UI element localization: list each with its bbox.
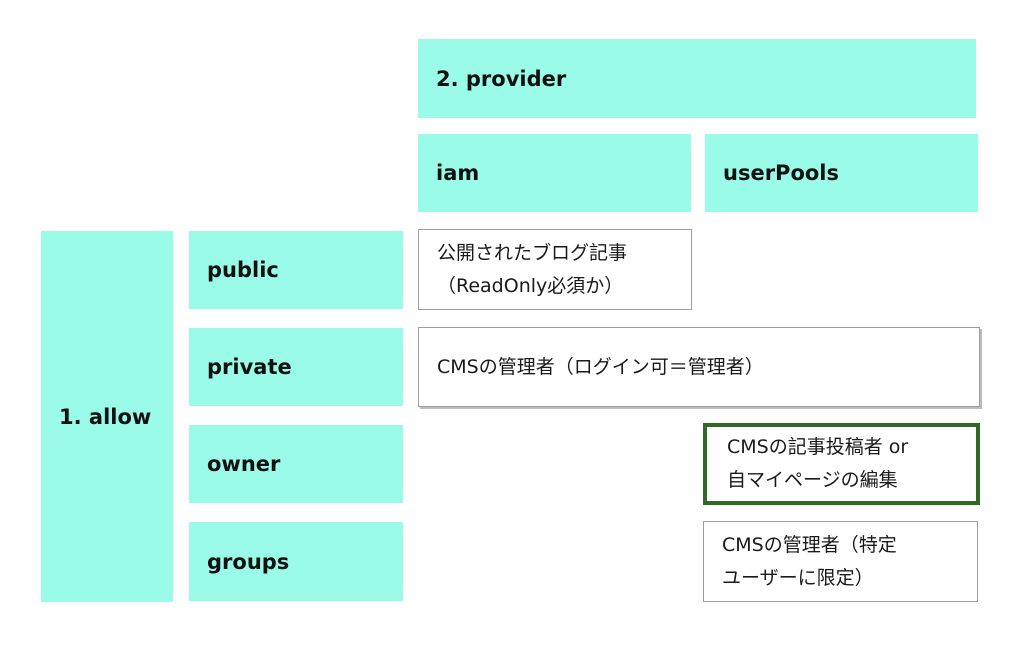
provider-column-iam: iam — [418, 134, 691, 212]
provider-column-iam-label: iam — [436, 161, 480, 185]
allow-row-public: public — [189, 231, 403, 309]
cell-groups-line-1: CMSの管理者（特定 — [722, 533, 897, 556]
cell-groups-line-2: ユーザーに限定） — [722, 566, 874, 589]
provider-header-label: 2. provider — [436, 66, 567, 91]
allow-row-public-label: public — [207, 258, 279, 282]
allow-row-private-label: private — [207, 355, 292, 379]
provider-column-userpools-label: userPools — [723, 161, 839, 185]
allow-row-groups-label: groups — [207, 549, 290, 574]
cell-groups-userpools: CMSの管理者（特定 ユーザーに限定） — [703, 521, 978, 602]
cell-owner-line-1: CMSの記事投稿者 or — [727, 436, 909, 458]
cell-owner-line-2: 自マイページの編集 — [727, 469, 898, 491]
cell-owner-userpools: CMSの記事投稿者 or 自マイページの編集 — [703, 423, 980, 505]
provider-column-userpools: userPools — [705, 134, 978, 212]
cell-public-iam: 公開されたブログ記事 （ReadOnly必須か） — [418, 229, 692, 310]
allow-row-groups: groups — [189, 522, 403, 601]
cell-private-line-1: CMSの管理者（ログイン可＝管理者） — [437, 355, 764, 378]
allow-row-owner-label: owner — [207, 452, 281, 476]
provider-header: 2. provider — [418, 39, 976, 118]
cell-public-iam-line-2: （ReadOnly必須か） — [437, 274, 624, 297]
allow-row-private: private — [189, 328, 403, 406]
cell-public-iam-line-1: 公開されたブログ記事 — [437, 241, 628, 264]
allow-header: 1. allow — [41, 231, 173, 602]
allow-header-label: 1. allow — [59, 404, 152, 429]
cell-private-iam-userpools: CMSの管理者（ログイン可＝管理者） — [418, 327, 980, 407]
allow-row-owner: owner — [189, 425, 403, 503]
